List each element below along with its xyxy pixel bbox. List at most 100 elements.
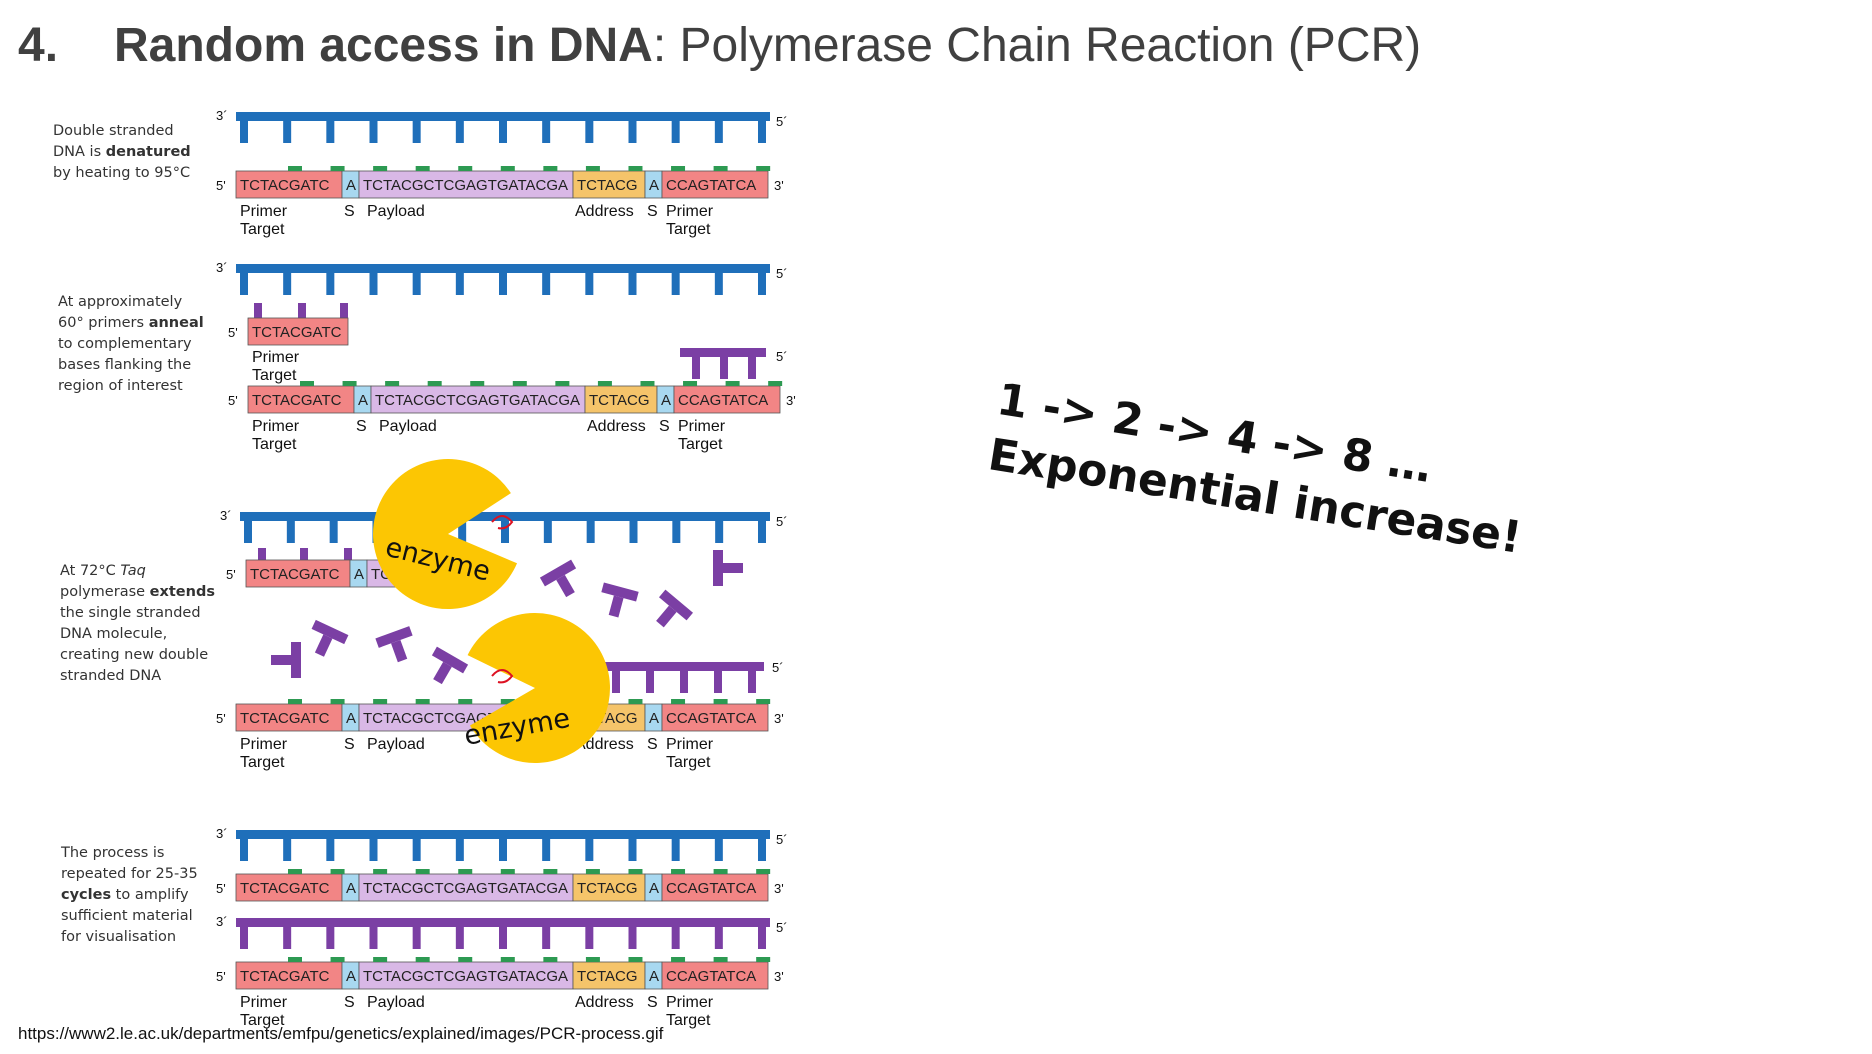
caption-line: DNA molecule, xyxy=(60,626,168,642)
caption-line: region of interest xyxy=(58,378,183,394)
base-tick xyxy=(713,166,728,171)
caption-text: At 72°C xyxy=(60,563,121,579)
base-tick xyxy=(373,869,388,874)
base-tick xyxy=(415,166,430,171)
template-strand-tooth xyxy=(628,839,637,861)
nucleotide-5-bar xyxy=(311,619,349,645)
primer-tooth xyxy=(258,548,266,560)
base-tick xyxy=(671,869,686,874)
template-strand-backbone xyxy=(236,112,770,121)
template-strand-tooth xyxy=(585,121,594,143)
base-tick xyxy=(458,957,473,962)
caption-bold: denatured xyxy=(105,144,191,160)
template-strand-tooth xyxy=(499,839,507,861)
caption-text: DNA is xyxy=(53,144,106,160)
base-tick xyxy=(713,869,728,874)
spacer-box-text: A xyxy=(346,177,356,194)
nucleotide-2-bar xyxy=(658,589,694,621)
primer-target-box-text: TCTACGATC xyxy=(240,177,330,194)
spacer-box-text: A xyxy=(354,566,364,583)
base-tick xyxy=(458,869,473,874)
three-prime-label: 3' xyxy=(774,711,784,726)
base-tick xyxy=(458,166,473,171)
caption-line: polymerase extends xyxy=(60,582,215,603)
template-strand-tooth xyxy=(758,121,766,143)
payload-box xyxy=(358,873,574,902)
template-strand-tooth xyxy=(326,839,335,861)
primer-label: Primer xyxy=(240,736,288,753)
three-prime-label: 3' xyxy=(774,881,784,896)
address-box-text: TCTACG xyxy=(589,392,650,409)
primer-target-box-text: TCTACGATC xyxy=(240,710,330,727)
primer-end-box xyxy=(661,961,769,990)
primer-backbone xyxy=(600,662,764,671)
caption-line: repeated for 25-35 xyxy=(61,866,198,882)
address-label: Address xyxy=(575,203,634,220)
caption-italic: Taq xyxy=(120,563,146,579)
template-strand-tooth xyxy=(240,839,248,861)
template-strand-tooth xyxy=(758,273,766,295)
address-label: Address xyxy=(575,994,634,1011)
primer-target-box-text: TCTACGATC xyxy=(252,392,342,409)
template-strand-tooth xyxy=(586,521,595,543)
primer-backbone xyxy=(680,348,766,357)
spacer-box-text: A xyxy=(346,968,356,985)
enzyme-top: enzyme xyxy=(373,458,518,609)
nucleotide-7-bar xyxy=(431,646,469,674)
template-strand-tooth xyxy=(412,273,421,295)
primer-label: Primer xyxy=(678,418,726,435)
spacer-box-text: A xyxy=(649,880,659,897)
copy-strand-tooth xyxy=(455,927,464,949)
step4-ends-a-5: 5´ xyxy=(776,832,788,847)
primer-label: Primer xyxy=(240,994,288,1011)
nucleotide-3-stem xyxy=(723,563,743,573)
nucleotide-5-stem xyxy=(314,634,333,657)
nucleotide-3-bar xyxy=(713,550,723,586)
copy-strand-backbone xyxy=(236,918,770,927)
target-label: Target xyxy=(666,221,711,238)
slide-title: 4.Random access in DNA: Polymerase Chain… xyxy=(18,18,1421,78)
primer-target-box-text: TCTACGATC xyxy=(240,968,330,985)
primer-label: Primer xyxy=(252,418,300,435)
five-prime-label: 5' xyxy=(226,567,236,582)
base-tick xyxy=(415,957,430,962)
caption-line: bases flanking the xyxy=(58,357,192,373)
nucleotide-6-stem xyxy=(391,639,408,663)
template-strand-tooth xyxy=(672,521,681,543)
base-tick xyxy=(415,869,430,874)
address-box-text: TCTACG xyxy=(577,968,638,985)
primer-end-box-text: CCAGTATCA xyxy=(666,968,756,985)
template-strand-tooth xyxy=(244,521,252,543)
template-strand-tooth xyxy=(455,839,464,861)
primer-tooth xyxy=(680,671,688,693)
target-label: Target xyxy=(666,754,711,771)
primer-target-box xyxy=(235,873,343,902)
caption-line: cycles to amplify xyxy=(61,885,198,906)
base-tick xyxy=(640,381,655,386)
caption-line: The process is xyxy=(61,845,165,861)
primer-label: Primer xyxy=(666,736,714,753)
title-number: 4. xyxy=(18,19,59,72)
caption-line: for visualisation xyxy=(61,929,177,945)
base-tick xyxy=(683,381,698,386)
primer-end-box xyxy=(661,873,769,902)
template-strand-tooth xyxy=(499,121,507,143)
base-tick xyxy=(725,381,740,386)
template-strand-tooth xyxy=(286,521,295,543)
base-tick xyxy=(300,381,314,386)
caption-line: stranded DNA xyxy=(60,668,162,684)
step4-ends-b-5: 5´ xyxy=(776,920,788,935)
base-tick xyxy=(330,699,345,704)
base-tick xyxy=(756,869,771,874)
template-strand-tooth xyxy=(499,273,507,295)
target-label: Target xyxy=(666,1012,711,1029)
payload-box-text: TCTACGCTCGAGTGATACGA xyxy=(363,880,568,897)
base-tick xyxy=(330,869,345,874)
step3-ends-5: 5´ xyxy=(776,514,788,529)
copy-strand-tooth xyxy=(240,927,248,949)
nucleotide-0-bar xyxy=(539,559,577,587)
primer-tooth xyxy=(714,671,722,693)
nucleotide-6-bar xyxy=(375,626,413,648)
